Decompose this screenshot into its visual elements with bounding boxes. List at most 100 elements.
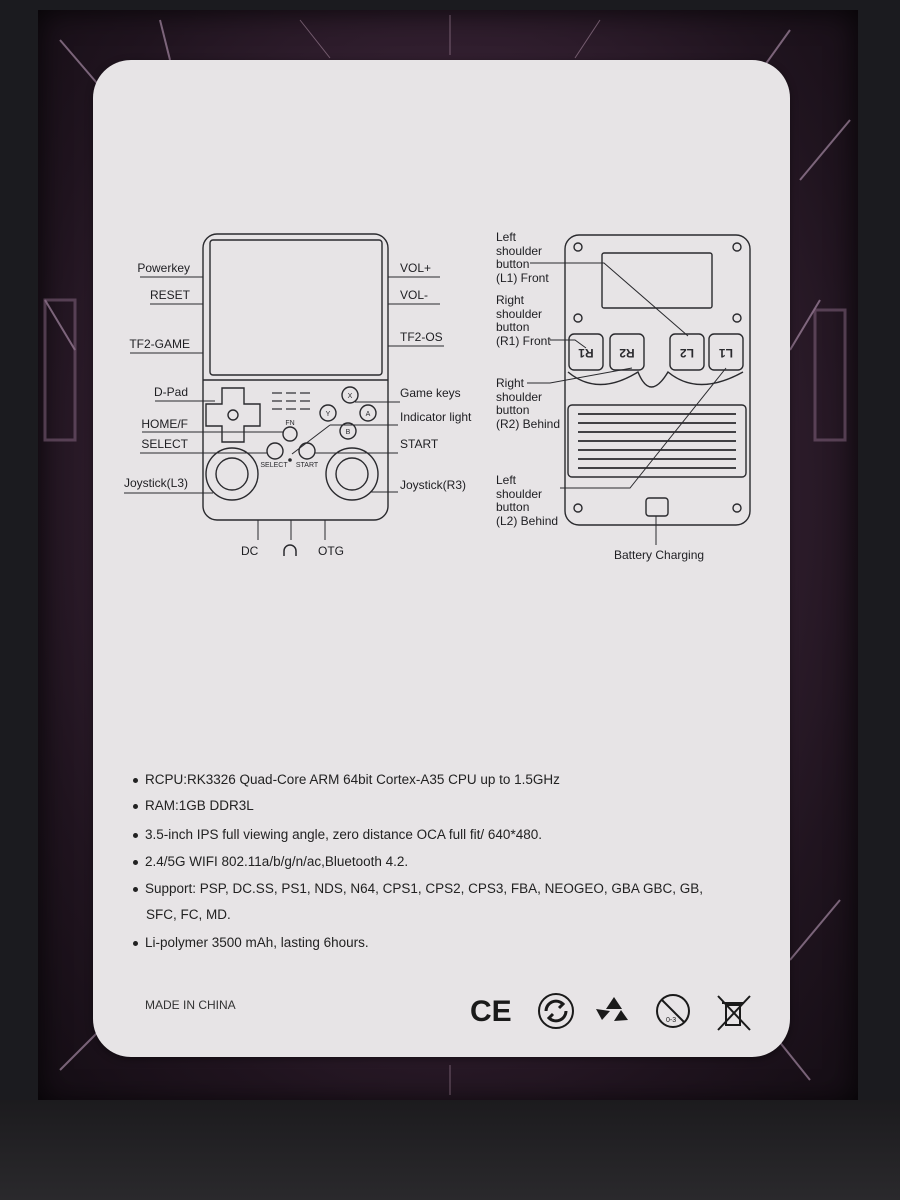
callout-l1-line-3: button [496, 257, 530, 271]
bullet-dot [133, 832, 138, 838]
recycle-icon [596, 997, 628, 1021]
callout-l2-line-2: shoulder [496, 486, 543, 501]
l1-button-text: L1 [719, 346, 733, 360]
headphone-jack-icon [283, 544, 297, 556]
label-reset: RESET [149, 288, 190, 302]
label-dpad: D-Pad [153, 385, 188, 399]
b-button-text: B [346, 429, 351, 436]
callout-right-r1: Right shoulder button (R1) Front [496, 293, 551, 348]
spec-item-ram: RAM:1GB DDR3L [133, 798, 254, 813]
indicator-light-icon [288, 458, 292, 462]
a-button-icon [359, 404, 377, 422]
label-battery-charging: Battery Charging [614, 548, 705, 562]
callout-left-l2: Left shoulder button (L2) Behind [496, 473, 559, 528]
box-lower-edge [0, 1100, 900, 1200]
green-dot-icon [538, 993, 574, 1029]
info-card [93, 60, 790, 1057]
callout-r1-line-1: Right [496, 293, 525, 307]
spec-item-display: 3.5-inch IPS full viewing angle, zero di… [133, 827, 542, 842]
bullet-dot [133, 803, 138, 809]
spec-item-battery: Li-polymer 3500 mAh, lasting 6hours. [133, 935, 369, 950]
callout-r1-line-3: button [496, 320, 530, 334]
callout-l2-line-1: Left [496, 473, 517, 487]
dpad-icon [205, 387, 261, 443]
back-vent-grille [567, 404, 747, 478]
callout-r2-line-3: button [496, 403, 530, 417]
charging-port-icon [645, 497, 669, 517]
ce-mark-icon: CE [470, 995, 512, 1028]
label-game-keys: Game keys [400, 386, 461, 400]
y-button-icon [319, 404, 337, 422]
bullet-dot [133, 777, 138, 783]
select-button-text: SELECT [260, 462, 288, 469]
select-button-icon [266, 442, 284, 460]
callout-right-r2: Right shoulder button (R2) Behind [496, 376, 561, 431]
callout-r2-line-2: shoulder [496, 389, 543, 404]
a-button-text: A [366, 411, 371, 418]
label-powerkey: Powerkey [137, 261, 190, 275]
l2-button-icon [669, 333, 705, 371]
callout-l1-line-2: shoulder [496, 243, 543, 258]
label-indicator-light: Indicator light [400, 410, 472, 424]
y-button-text: Y [326, 411, 331, 418]
label-joystick-l3: Joystick(L3) [123, 476, 188, 490]
spec-text: Li-polymer 3500 mAh, lasting 6hours. [145, 935, 369, 950]
spec-item-support: Support: PSP, DC.SS, PS1, NDS, N64, CPS1… [133, 881, 703, 896]
b-button-icon [339, 422, 357, 440]
x-button-text: X [348, 393, 353, 400]
label-tf2-game: TF2-GAME [129, 337, 190, 351]
label-start: START [400, 437, 439, 451]
l1-button-icon [708, 333, 744, 371]
age-warning-icon: 0-3 [656, 994, 690, 1028]
spec-text: RCPU:RK3326 Quad-Core ARM 64bit Cortex-A… [145, 772, 560, 787]
start-button-text: START [296, 462, 319, 469]
left-joystick-icon [205, 447, 259, 501]
callout-left-l1: Left shoulder button (L1) Front [496, 230, 549, 285]
label-vol-plus: VOL+ [400, 261, 432, 275]
front-body-outline [202, 233, 389, 521]
spec-text: Support: PSP, DC.SS, PS1, NDS, N64, CPS1… [145, 881, 703, 896]
callout-l2-line-3: button [496, 500, 530, 514]
callout-l1-line-1: Left [496, 230, 517, 244]
r1-button-text: R1 [578, 346, 594, 360]
callout-l1-line-4: (L1) Front [496, 270, 549, 285]
x-button-icon [341, 386, 359, 404]
callout-r2-line-4: (R2) Behind [496, 416, 561, 431]
callout-r1-line-2: shoulder [496, 306, 543, 321]
l2-button-text: L2 [680, 346, 694, 360]
spec-text: 3.5-inch IPS full viewing angle, zero di… [145, 827, 542, 842]
weee-bin-icon [717, 995, 751, 1031]
spec-item-wifi: 2.4/5G WIFI 802.11a/b/g/n/ac,Bluetooth 4… [133, 854, 408, 869]
label-joystick-r3: Joystick(R3) [400, 478, 467, 492]
label-vol-minus: VOL- [400, 288, 429, 302]
spec-item-support-cont: SFC, FC, MD. [146, 907, 231, 922]
callout-r2-line-1: Right [496, 376, 525, 390]
label-tf2-os: TF2-OS [400, 330, 443, 344]
fn-button-text: FN [285, 420, 294, 427]
fn-button-icon [282, 426, 298, 442]
r2-button-icon [609, 333, 645, 371]
label-home-f: HOME/F [141, 417, 188, 431]
right-joystick-icon [325, 447, 379, 501]
callout-r1-line-4: (R1) Front [496, 333, 551, 348]
bullet-dot [133, 886, 138, 892]
bullet-dot [133, 940, 138, 946]
r2-button-text: R2 [619, 346, 635, 360]
label-select: SELECT [141, 437, 188, 451]
callout-l2-line-4: (L2) Behind [496, 513, 559, 528]
label-otg: OTG [318, 544, 344, 558]
spec-text: RAM:1GB DDR3L [145, 798, 254, 813]
made-in-china-text: MADE IN CHINA [145, 998, 236, 1012]
spec-text: 2.4/5G WIFI 802.11a/b/g/n/ac,Bluetooth 4… [145, 854, 409, 869]
back-label-plate [601, 252, 713, 309]
bullet-dot [133, 859, 138, 865]
front-screen [209, 239, 383, 376]
r1-button-icon [568, 333, 604, 371]
age-warning-text: 0-3 [666, 1017, 676, 1024]
label-dc: DC [241, 544, 259, 558]
spec-item-cpu: RCPU:RK3326 Quad-Core ARM 64bit Cortex-A… [133, 772, 560, 787]
